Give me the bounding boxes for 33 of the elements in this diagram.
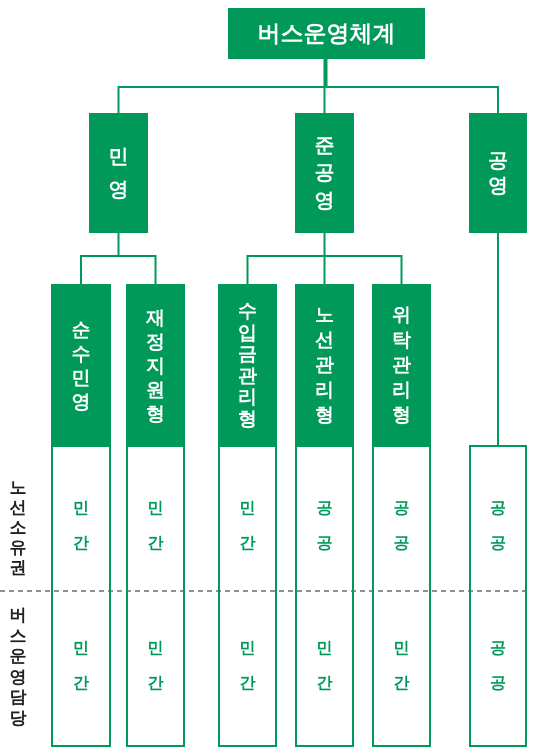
operator-value: 공공 xyxy=(489,637,507,694)
ownership-value: 공공 xyxy=(489,497,507,554)
ownership-value: 민간 xyxy=(238,497,256,554)
operator-value: 민간 xyxy=(238,637,256,694)
type-header: 수입금관리형 xyxy=(218,284,277,447)
ownership-value: 민간 xyxy=(146,497,164,554)
type-column xyxy=(126,284,185,747)
type-column xyxy=(372,284,431,747)
type-header: 노선관리형 xyxy=(295,284,354,447)
type-header: 재정지원형 xyxy=(126,284,185,447)
operator-value: 민간 xyxy=(392,637,410,694)
type-column xyxy=(51,284,111,747)
operator-value: 민간 xyxy=(72,637,90,694)
category-box: 민영 xyxy=(89,113,148,233)
row-label: 노선소유권 xyxy=(8,478,28,578)
connector-line xyxy=(118,233,156,284)
type-header: 순수민영 xyxy=(51,284,111,447)
operator-value: 민간 xyxy=(146,637,164,694)
category-box: 준공영 xyxy=(295,113,354,233)
value-column xyxy=(469,445,527,747)
root-box: 버스운영체계 xyxy=(228,8,425,59)
operator-value: 민간 xyxy=(316,637,334,694)
ownership-value: 공공 xyxy=(316,497,334,554)
connector-line xyxy=(324,59,326,113)
ownership-value: 민간 xyxy=(72,497,90,554)
row-label: 버스운영담당 xyxy=(8,606,28,728)
type-column xyxy=(218,284,277,747)
type-header: 위탁관리형 xyxy=(372,284,431,447)
category-box: 공영 xyxy=(469,113,527,233)
type-column xyxy=(295,284,354,747)
connector-line xyxy=(324,233,402,284)
ownership-value: 공공 xyxy=(392,497,410,554)
connector-line xyxy=(497,233,499,445)
